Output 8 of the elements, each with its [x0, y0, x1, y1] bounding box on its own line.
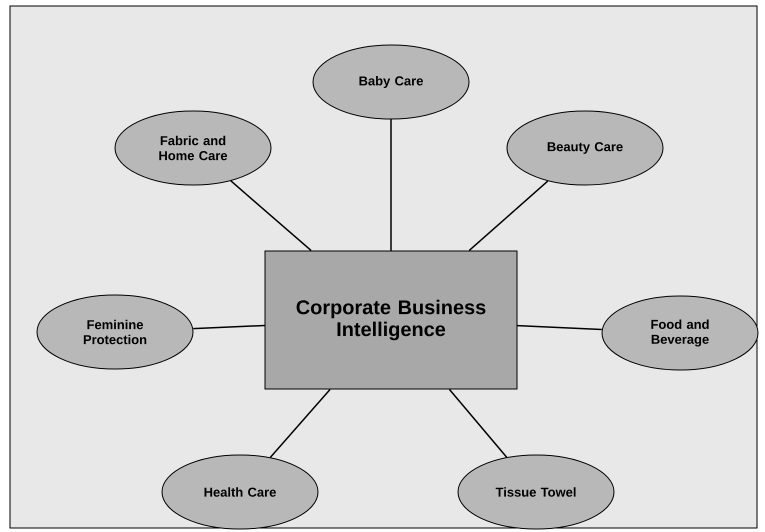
connector-line — [448, 389, 508, 458]
connector-line — [230, 180, 312, 252]
connector-line — [468, 180, 548, 252]
connector-line — [270, 389, 331, 458]
connector-line — [517, 324, 602, 330]
center-box: Corporate Business Intelligence — [264, 250, 518, 390]
connector-line — [390, 120, 392, 250]
connector-line — [193, 324, 265, 330]
